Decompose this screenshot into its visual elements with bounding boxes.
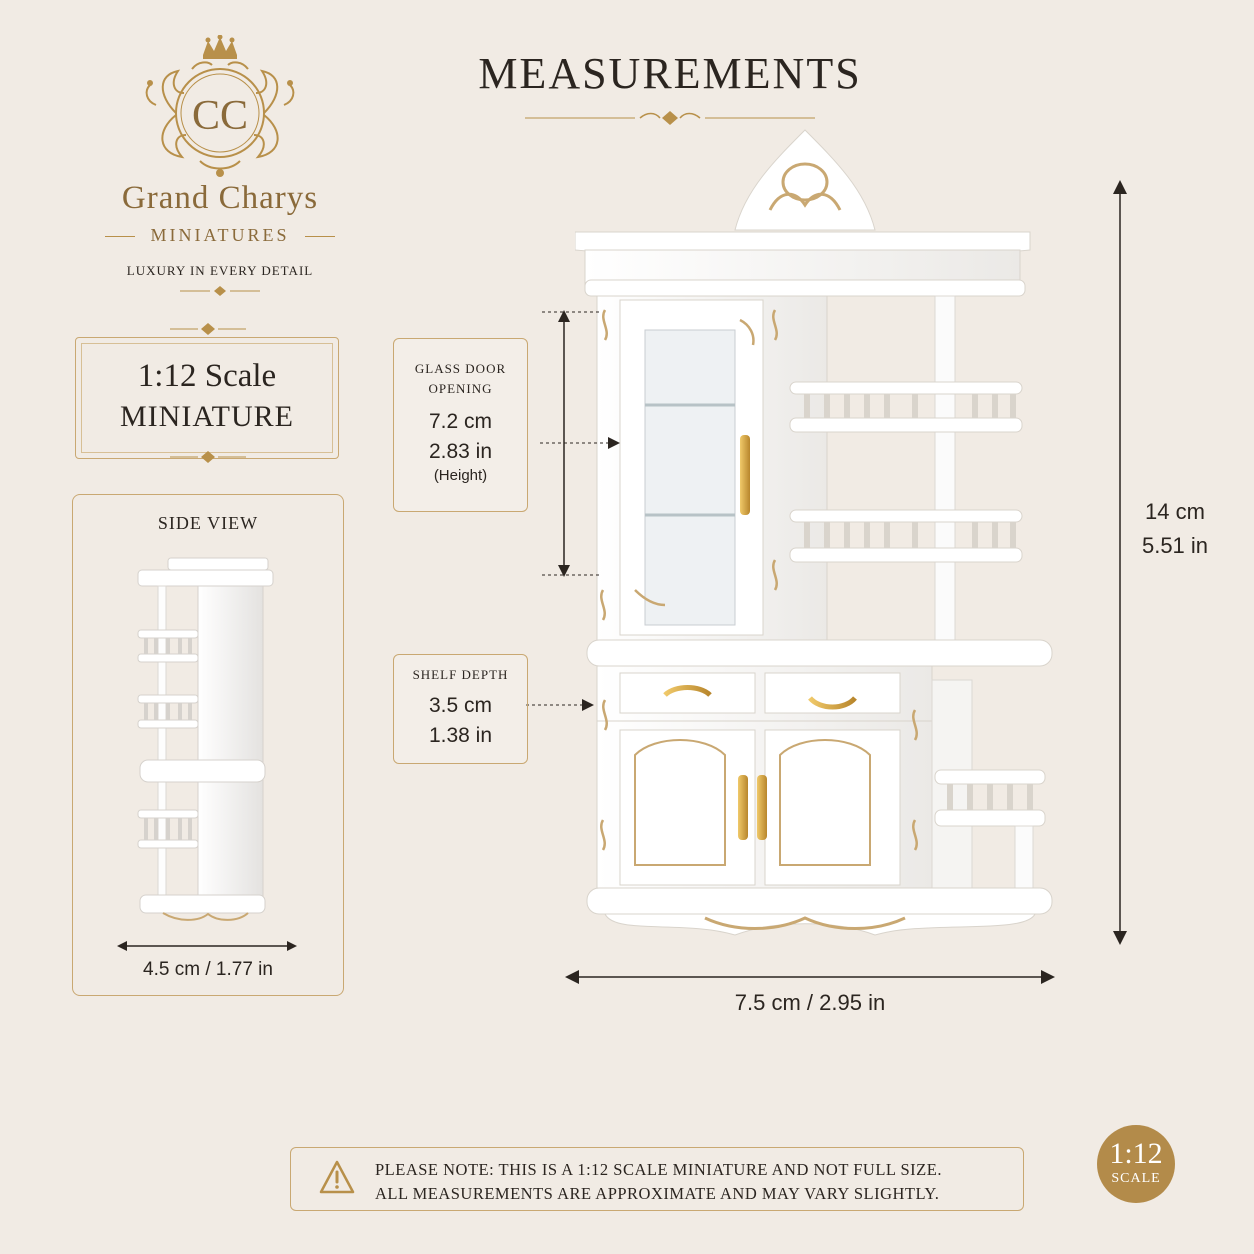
scale-badge: 1:12 Scale MINIATURE — [75, 337, 339, 459]
glass-door-note: (Height) — [433, 467, 488, 484]
side-view-cabinet-image — [137, 557, 274, 921]
page-title: MEASUREMENTS — [478, 49, 862, 98]
brand-tagline: LUXURY IN EVERY DETAIL — [126, 263, 314, 278]
glass-door-height-arrow-icon — [540, 310, 620, 577]
glass-door-inch: 2.83 in — [428, 440, 493, 463]
shelf-depth-arrow-icon — [526, 699, 594, 711]
side-view-title: SIDE VIEW — [157, 513, 259, 533]
scale-box-ornament-bottom-icon — [170, 451, 246, 463]
monogram-text: CC — [192, 93, 248, 139]
warning-icon — [319, 1160, 355, 1194]
scale-badge-line1: 1:12 Scale — [137, 358, 277, 394]
seal-ratio: 1:12 — [1109, 1137, 1163, 1170]
title-ornament-icon — [525, 111, 815, 125]
side-view-panel: SIDE VIEW 4.5 cm / 1.77 in — [72, 494, 344, 996]
brand-subtitle: MINIATURES — [100, 225, 340, 246]
notice-line1: PLEASE NOTE: THIS IS A 1:12 SCALE MINIAT… — [375, 1160, 942, 1179]
side-width-arrow-icon — [117, 941, 297, 951]
notice-line2: ALL MEASUREMENTS ARE APPROXIMATE AND MAY… — [375, 1184, 940, 1203]
brand-logo: CC Grand Charys MINIATURES LUXURY IN EVE… — [100, 34, 340, 296]
shelf-depth-callout: SHELF DEPTH 3.5 cm 1.38 in — [393, 654, 528, 764]
glass-door-callout: GLASS DOOR OPENING 7.2 cm 2.83 in (Heigh… — [393, 338, 528, 512]
glass-door-cm: 7.2 cm — [428, 410, 493, 433]
glass-door-title-line2: OPENING — [428, 381, 493, 396]
height-arrow-icon — [1113, 180, 1127, 945]
scale-box-ornament-icon — [170, 323, 246, 335]
shelf-depth-title: SHELF DEPTH — [412, 667, 509, 682]
notice-text: PLEASE NOTE: THIS IS A 1:12 SCALE MINIAT… — [375, 1158, 942, 1206]
height-cm: 14 cm — [1145, 499, 1205, 524]
side-view-dimension: 4.5 cm / 1.77 in — [143, 959, 273, 980]
scale-seal-badge: 1:12 SCALE — [1097, 1125, 1175, 1203]
height-inch: 5.51 in — [1141, 533, 1209, 558]
divider-ornament-icon — [180, 286, 260, 296]
shelf-depth-cm: 3.5 cm — [428, 694, 493, 717]
brand-name: Grand Charys — [121, 180, 319, 216]
width-arrow-icon — [565, 970, 1055, 984]
seal-label: SCALE — [1111, 1171, 1161, 1186]
shelf-depth-inch: 1.38 in — [428, 724, 493, 747]
scale-badge-line2: MINIATURE — [120, 400, 294, 433]
main-cabinet-image — [575, 129, 1053, 936]
glass-door-title-line1: GLASS DOOR — [414, 361, 507, 376]
notice-box: PLEASE NOTE: THIS IS A 1:12 SCALE MINIAT… — [290, 1147, 1024, 1211]
width-dimension: 7.5 cm / 2.95 in — [734, 990, 886, 1015]
height-dimension: 14 cm 5.51 in — [1120, 495, 1230, 563]
crest-icon: CC — [145, 34, 295, 177]
